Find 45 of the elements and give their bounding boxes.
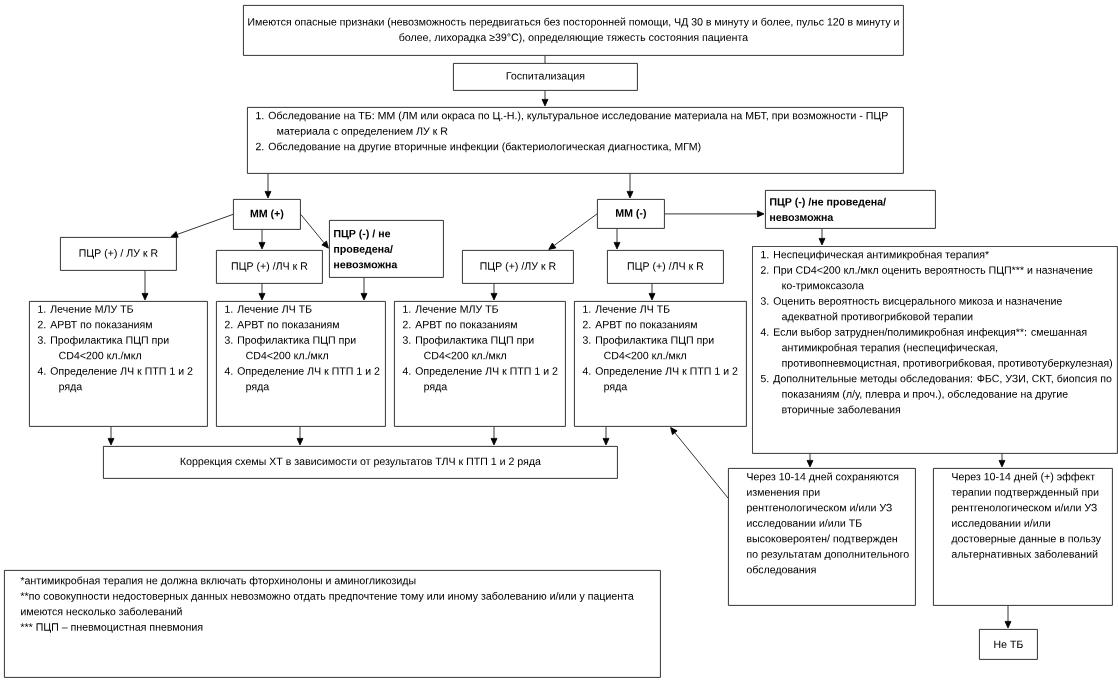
arrow: [141, 270, 149, 301]
action-list-box: 1. Лечение ЛЧ ТБ 2. АРВТ по показаниям 3. Профилактика ПЦП при CD4<200 кл./мкл 4. Определение ЛЧ к ПТП 1 и 2 ряда: [574, 301, 747, 427]
arrow: [107, 426, 115, 446]
result-box: ММ (+): [233, 199, 301, 230]
action-list-box: 1. Лечение ЛЧ ТБ 2. АРВТ по показаниям 3. Профилактика ПЦП при CD4<200 кл./мкл 4. Определение ЛЧ к ПТП 1 и 2 ряда: [216, 301, 386, 427]
arrow: [541, 90, 549, 107]
arrow: [818, 228, 826, 246]
result-box: ММ (-): [597, 199, 665, 229]
outcome-box: Через 10-14 дней сохраняются изменения при рентгенологическом и/или УЗ исследовании и/или ТБ высоковероятен/ подтвержден по результатам дополнительного обследования: [728, 468, 916, 606]
arrow: [548, 213, 598, 250]
arrow: [490, 283, 498, 301]
arrow: [258, 229, 266, 250]
step-box: ПЦР (+) /ЛУ к R: [462, 250, 574, 284]
action-list-box: 1. Обследование на ТБ: ММ (ЛМ или окраса по Ц.-Н.), культуральное исследование материала на МБТ, при возможности - ПЦР материала с определением ЛУ к R 2. Обследование на другие вторичные инфекции (бактериологическая диагностика, МГМ): [247, 107, 904, 174]
arrow: [998, 453, 1006, 468]
step-box: Госпитализация: [453, 63, 638, 91]
result-box: ПЦР (-) /не проведена/ невозможна: [765, 190, 936, 229]
arrow: [1004, 605, 1012, 629]
arrow: [613, 228, 621, 250]
arrow: [490, 426, 498, 446]
outcome-box: Через 10-14 дней (+) эффект терапии подтвержденный при рентгенологическом и/или УЗ исследовании и/или достоверные данные в пользу альтернативных заболеваний: [933, 468, 1113, 606]
connector-line: [544, 55, 546, 64]
arrow: [648, 283, 656, 301]
action-list-box: 1. Лечение МЛУ ТБ 2. АРВТ по показаниям 3. Профилактика ПЦП при CD4<200 кл./мкл 4. Определение ЛЧ к ПТП 1 и 2 ряда: [394, 301, 566, 427]
arrow: [296, 426, 304, 446]
arrow: [626, 173, 634, 199]
step-box: ПЦР (+) /ЛЧ к R: [216, 250, 323, 284]
arrow: [300, 214, 329, 249]
arrow: [258, 283, 266, 301]
footnote-box: *антимикробная терапия не должна включать фторхинолоны и аминогликозиды **по совокупности недостоверных данных невозможно отдать предпочтение тому или иному заболеванию и/или у пациента имеются несколько заболеваний *** ПЦП – пневмоцистная пневмония: [4, 570, 661, 678]
arrow: [806, 453, 814, 468]
action-list-box: 1. Лечение МЛУ ТБ 2. АРВТ по показаниям 3. Профилактика ПЦП при CD4<200 кл./мкл 4. Определение ЛЧ к ПТП 1 и 2 ряда: [29, 301, 208, 427]
arrow: [664, 210, 765, 218]
step-box: Коррекция схемы ХТ в зависимости от результатов ТЛЧ к ПТП 1 и 2 ряда: [103, 446, 618, 479]
arrow: [602, 426, 610, 446]
result-box: ПЦР (-) / не проведена/ невозможна: [329, 220, 444, 278]
arrow: [264, 173, 272, 199]
action-list-box: 1. Неспецифическая антимикробная терапия* 2. При CD4<200 кл./мкл оценить вероятность ПЦП*** и назначение ко-тримоксазола 3. Оценить вероятность висцерального микоза и назначение адекватной противогрибковой терапии 4. Если выбор затруднен/полимикробная инфекция**: смешанная антимикробная терапия (неспецифическая, противопневмоцистная, противогрибковая, противотуберкулезная) 5. Дополнительные методы обследования: ФБС, УЗИ, СКТ, биопсия по показаниям (л/у, плевра и проч.), обследование на другие вторичные заболевания: [752, 246, 1118, 454]
arrow: [670, 427, 729, 499]
step-box: ПЦР (+) / ЛУ к R: [60, 237, 177, 271]
arrow: [360, 277, 368, 301]
arrow: [170, 214, 234, 238]
step-box: Имеются опасные признаки (невозможность передвигаться без посторонней помощи, ЧД 30 в минуту и более, пульс 120 в минуту и более, лихорадка ≥39°С), определяющие тяжесть состояния пациента: [243, 5, 904, 56]
step-box: ПЦР (+) /ЛЧ к R: [607, 250, 724, 284]
step-box: Не ТБ: [979, 629, 1038, 660]
